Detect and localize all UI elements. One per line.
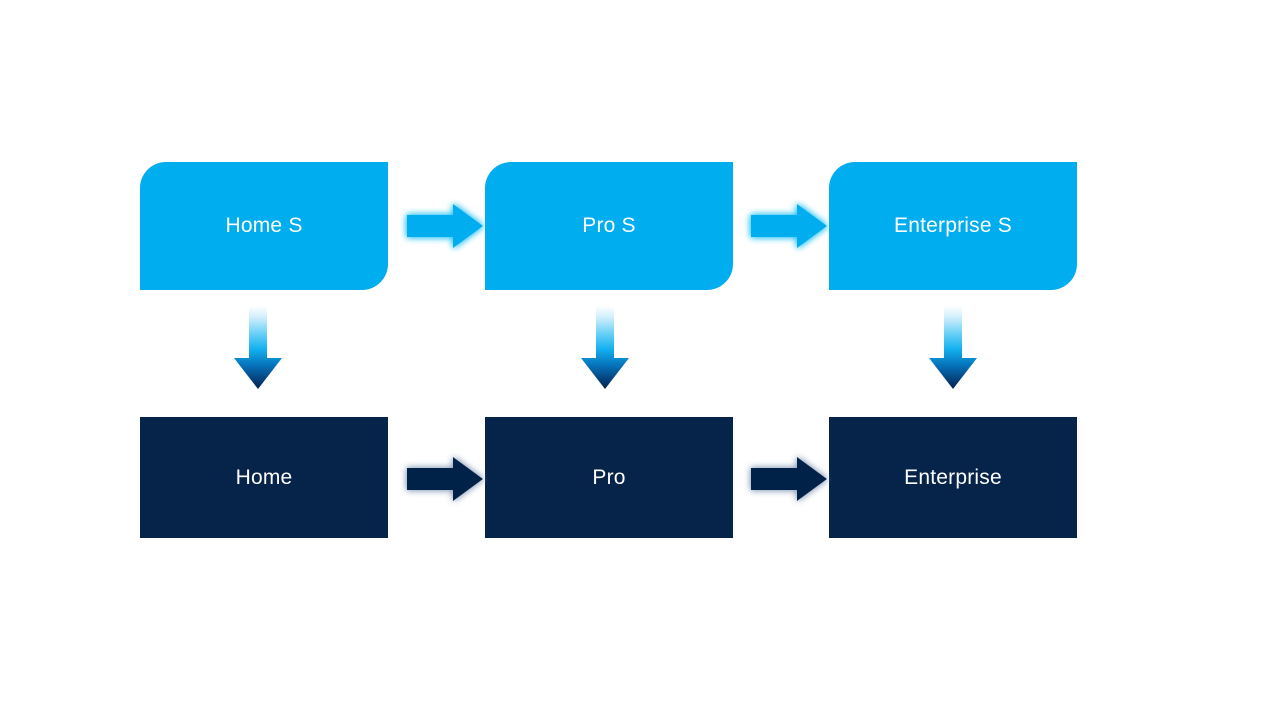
tier-box-pro-s[interactable]: Pro S (485, 162, 733, 290)
tier-label-home: Home (235, 465, 293, 489)
tier-label-enterprise-s: Enterprise S (894, 214, 1012, 238)
tier-label-pro-s: Pro S (582, 214, 636, 238)
tier-box-pro[interactable]: Pro (485, 417, 733, 538)
arrow-right-icon-pro-s-to-enterprise-s (747, 201, 831, 251)
arrow-down-shape (581, 306, 629, 389)
arrow-right-shape (407, 457, 483, 501)
arrow-right-shape (751, 204, 827, 248)
arrow-down-shape (234, 306, 282, 389)
tier-box-home-s[interactable]: Home S (140, 162, 388, 290)
arrow-down-shape (929, 306, 977, 389)
tier-box-home[interactable]: Home (140, 417, 388, 538)
arrow-down-icon-home-s-to-home (231, 306, 285, 392)
tier-label-home-s: Home S (225, 214, 303, 238)
arrow-right-shape (751, 457, 827, 501)
tier-label-pro: Pro (592, 465, 626, 489)
tier-label-enterprise: Enterprise (904, 465, 1002, 489)
arrow-down-icon-enterprise-s-to-enterprise (926, 306, 980, 392)
arrow-down-icon-pro-s-to-pro (578, 306, 632, 392)
arrow-right-icon-pro-to-enterprise (747, 454, 831, 504)
arrow-right-shape (407, 204, 483, 248)
tier-box-enterprise[interactable]: Enterprise (829, 417, 1077, 538)
tier-box-enterprise-s[interactable]: Enterprise S (829, 162, 1077, 290)
arrow-right-icon-home-to-pro (403, 454, 487, 504)
arrow-right-icon-home-s-to-pro-s (403, 201, 487, 251)
